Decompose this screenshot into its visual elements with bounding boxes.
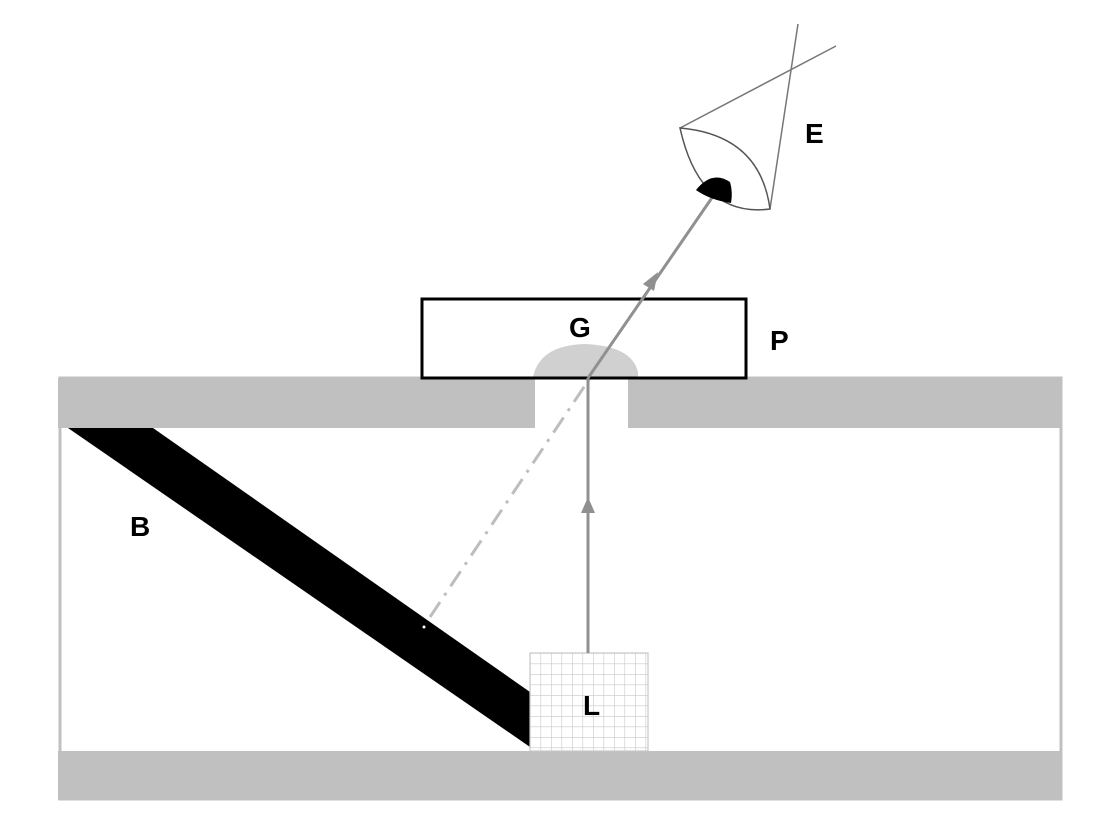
housing-bottom-bar <box>58 751 1062 800</box>
grid-light-icon <box>529 652 649 752</box>
label-glass: G <box>569 312 591 343</box>
blade <box>68 428 530 747</box>
label-plate: P <box>770 325 789 356</box>
eye-sightline-2 <box>769 23 799 210</box>
eye-pupil <box>696 177 732 203</box>
droplet <box>533 344 638 377</box>
label-light: L <box>583 690 600 721</box>
label-blade: B <box>130 511 150 542</box>
eye-icon <box>679 23 837 211</box>
eye-lid <box>679 127 771 211</box>
refracted-ray-arrow <box>643 272 658 291</box>
housing-top-right-bar <box>628 378 1062 428</box>
housing-top-left-bar <box>58 378 535 428</box>
glass-plate <box>420 297 748 380</box>
eye-sightline-1 <box>679 45 837 129</box>
light-source <box>529 652 649 752</box>
dashed-ray <box>428 377 592 618</box>
reflection-point <box>422 625 426 629</box>
label-eye: E <box>805 118 824 149</box>
vertical-ray-arrow <box>581 497 595 513</box>
